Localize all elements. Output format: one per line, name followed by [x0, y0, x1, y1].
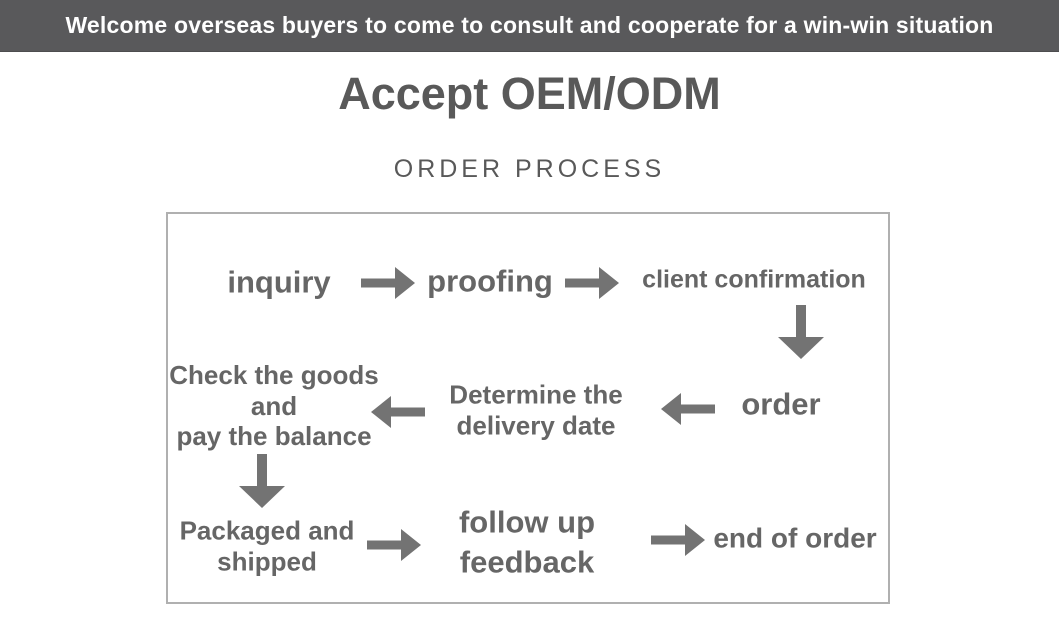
page-title: Accept OEM/ODM — [338, 68, 721, 119]
arrow-right-icon — [361, 266, 415, 300]
flow-node-packaged-shipped: Packaged and shipped — [179, 515, 355, 576]
flow-node-follow-up-feedback: follow up feedback — [458, 504, 596, 580]
arrow-down-icon — [777, 305, 825, 359]
arrow-down-icon — [238, 454, 286, 508]
arrow-left-icon — [371, 395, 425, 429]
flow-node-determine-delivery: Determine the delivery date — [449, 379, 623, 440]
flow-node-order: order — [741, 386, 821, 422]
flow-node-end-of-order: end of order — [713, 522, 877, 554]
arrow-right-icon — [651, 523, 705, 557]
section-subtitle: ORDER PROCESS — [393, 155, 666, 183]
flow-node-proofing: proofing — [427, 263, 553, 299]
arrow-right-icon — [367, 528, 421, 562]
flow-node-inquiry: inquiry — [227, 264, 331, 300]
banner-text: Welcome overseas buyers to come to consu… — [65, 12, 994, 38]
arrow-right-icon — [565, 266, 619, 300]
flow-node-check-goods: Check the goods and pay the balance — [169, 359, 379, 452]
welcome-banner: Welcome overseas buyers to come to consu… — [0, 0, 1059, 52]
flow-node-client-confirmation: client confirmation — [642, 265, 866, 294]
arrow-left-icon — [661, 392, 715, 426]
order-process-box: inquiry proofing client confirmation Che… — [166, 212, 890, 604]
